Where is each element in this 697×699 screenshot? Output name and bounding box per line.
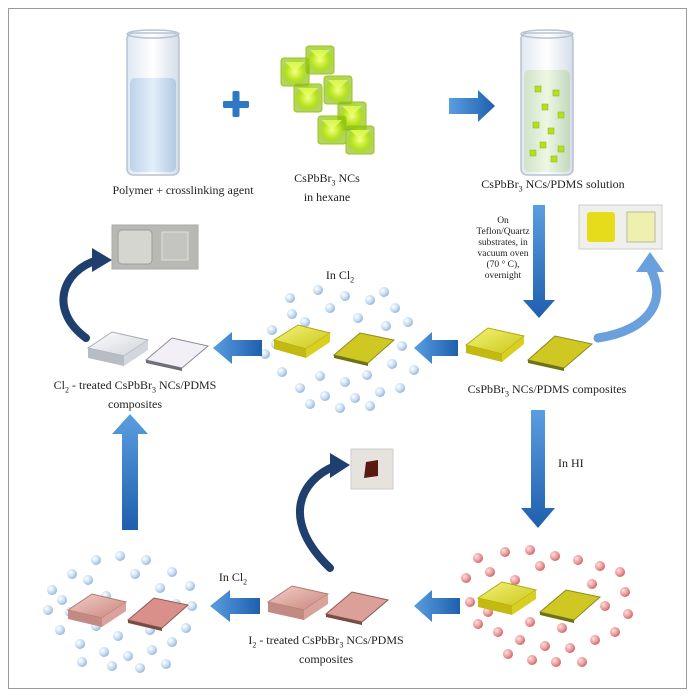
- polymer-label: Polymer + crosslinking agent: [112, 183, 254, 197]
- arrow-right-top: [449, 90, 495, 122]
- pink-composites: [266, 585, 390, 625]
- arrow-left-mid-left: [213, 332, 262, 364]
- arrow-left-bottom-left: [210, 590, 260, 622]
- in-hi-label: In HI: [558, 456, 584, 470]
- substrate-note: On Teflon/Quartz substrates, in vacuum o…: [476, 216, 530, 281]
- arrow-left-mid-right: [414, 332, 458, 364]
- cl2-treated-label: Cl2 - treated CsPbBr3 NCs/PDMS composite…: [53, 378, 217, 412]
- composite-photo-dark: [350, 448, 394, 490]
- composite-photo-yellow: [578, 204, 663, 250]
- polymer-vial: [126, 29, 180, 176]
- arrow-up-left: [112, 414, 148, 530]
- curved-arrow-left-top: [59, 256, 102, 342]
- in-cl2-bottom-label: In Cl2: [218, 570, 248, 587]
- hi-bubbles: [461, 545, 633, 667]
- arrow-down-right: [521, 410, 555, 528]
- plus-icon: [223, 91, 249, 117]
- in-cl2-top-label: In Cl2: [325, 268, 355, 285]
- cl2-bubbles-top: [260, 285, 419, 413]
- arrow-left-bottom-right: [414, 590, 460, 622]
- curved-arrow-right: [593, 263, 662, 343]
- yellow-composites-cl2: [272, 324, 396, 366]
- yellow-composites-hi: [476, 581, 602, 623]
- composites-label: CsPbBr3 NCs/PDMS composites: [467, 382, 627, 399]
- clear-composites: [86, 331, 210, 371]
- solution-label: CsPbBr3 NCs/PDMS solution: [481, 177, 625, 194]
- pink-composites-cl2: [66, 593, 190, 631]
- ncs-label: CsPbBr3 NCs in hexane: [294, 171, 360, 205]
- i2-treated-label: I2 - treated CsPbBr3 NCs/PDMS composites: [248, 633, 404, 667]
- solution-vial: [520, 29, 574, 176]
- nanocrystal-cluster: [280, 45, 375, 155]
- figure-frame: [8, 8, 687, 689]
- curved-arrow-bottom: [296, 462, 339, 572]
- cl2-bubbles-bottom: [43, 551, 197, 673]
- yellow-composites: [464, 327, 594, 371]
- composite-photo-clear: [111, 224, 199, 270]
- arrow-down-top: [523, 205, 555, 318]
